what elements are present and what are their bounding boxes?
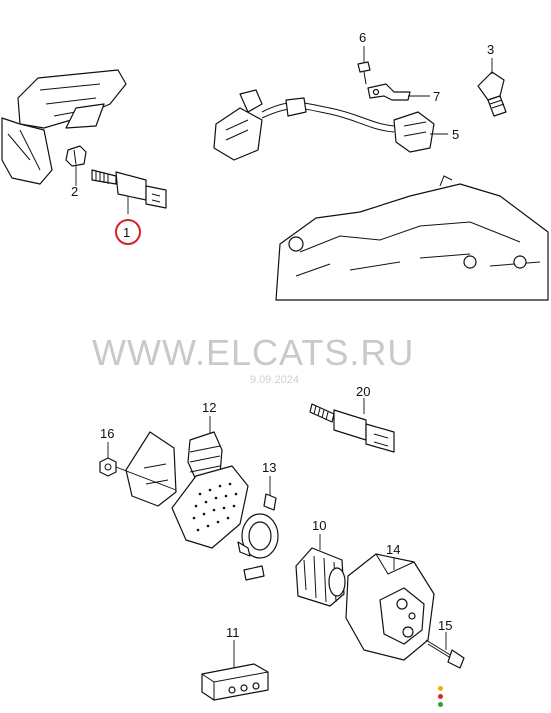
- callout-2: 2: [71, 184, 78, 199]
- filter-part-10: [295, 547, 346, 607]
- sensor-part-3: [477, 71, 507, 117]
- control-unit-part-14: [345, 553, 435, 661]
- callout-20: 20: [356, 384, 370, 399]
- watermark-date: 9.09.2024: [250, 374, 299, 386]
- leader-lines: [75, 46, 493, 668]
- retaining-ring-part-13: [237, 493, 279, 581]
- module-part-11: [201, 663, 269, 701]
- bracket-part-7: [367, 83, 411, 101]
- callout-16: 16: [100, 426, 114, 441]
- callout-13: 13: [262, 460, 276, 475]
- callout-15: 15: [438, 618, 452, 633]
- brake-light-switch-part-1: [91, 169, 167, 209]
- cover-plate: [125, 431, 177, 507]
- callout-5: 5: [452, 127, 459, 142]
- callout-11: 11: [226, 625, 240, 640]
- transmission-housing: [275, 175, 549, 301]
- wiring-harness: [213, 89, 435, 161]
- highlight-circle: [115, 219, 141, 245]
- status-dot-red: [438, 694, 443, 699]
- callout-labels: 1 2 3 5 6 7 10 11 12 13 14 15 16 20: [71, 30, 494, 640]
- nut-part-16: [99, 457, 117, 477]
- callout-6: 6: [359, 30, 366, 45]
- bolt-part-6: [357, 61, 371, 85]
- status-dot-green: [438, 702, 443, 707]
- bolt-part-15: [425, 639, 465, 669]
- pedal-bracket: [1, 69, 127, 185]
- status-dots: [438, 686, 444, 710]
- status-dot-yellow: [438, 686, 443, 691]
- callout-1: 1: [123, 225, 130, 240]
- callout-7: 7: [433, 89, 440, 104]
- callout-12: 12: [202, 400, 216, 415]
- switch-part-20: [309, 403, 395, 453]
- callout-14: 14: [386, 542, 400, 557]
- mechatronic-plate-part-12: [171, 431, 249, 549]
- callout-10: 10: [312, 518, 326, 533]
- watermark-text: WWW.ELCATS.RU: [92, 332, 415, 373]
- clip-part-2: [65, 145, 87, 167]
- callout-3: 3: [487, 42, 494, 57]
